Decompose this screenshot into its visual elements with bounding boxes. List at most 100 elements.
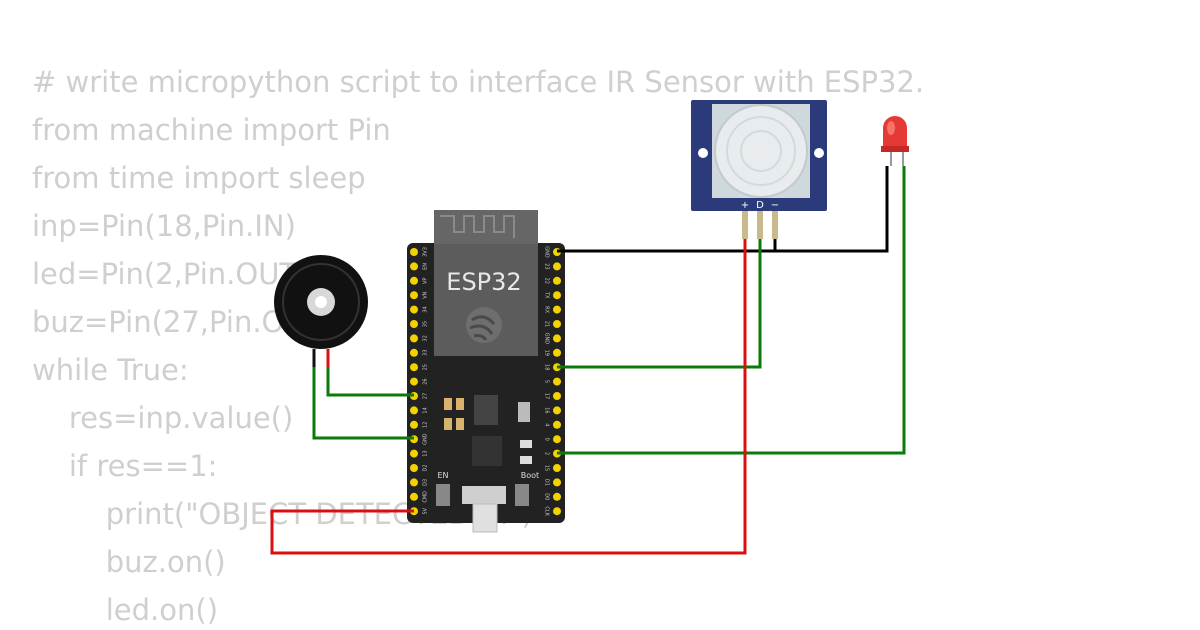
pin-pad[interactable] [553, 305, 561, 314]
en-button-label: EN [437, 471, 448, 480]
pir-pin [742, 211, 748, 239]
pin-pad[interactable] [410, 262, 418, 271]
pin-pad[interactable] [410, 363, 418, 372]
pin-label: 15 [544, 465, 550, 471]
wire-5v-to-pir [270, 239, 747, 555]
pin-pad[interactable] [553, 392, 561, 400]
code-line: buz.on() [32, 545, 226, 579]
pin-label: 3V3 [423, 247, 429, 257]
pin-label: D0 [544, 493, 550, 500]
pin-pad[interactable] [553, 348, 561, 357]
smd-component [444, 398, 452, 410]
usb-uart-chip [472, 436, 502, 466]
pin-pad[interactable] [410, 291, 418, 300]
pin-label: VP [423, 278, 429, 284]
pir-pin [757, 211, 763, 239]
pin-pad[interactable] [553, 406, 561, 415]
esp32-label: ESP32 [446, 268, 521, 296]
pin-label: VN [423, 291, 429, 298]
code-line: led.on() [32, 593, 219, 627]
smd-component [520, 456, 532, 464]
smd-component [518, 402, 530, 422]
code-line: while True: [32, 353, 189, 387]
pin-pad[interactable] [553, 334, 561, 343]
pin-pad[interactable] [553, 478, 561, 487]
pir-dome-facet [726, 116, 796, 186]
pin-label: 17 [544, 393, 550, 399]
pin-label: 4 [544, 423, 550, 426]
pin-pad[interactable] [410, 248, 418, 256]
pin-pad[interactable] [410, 464, 418, 472]
pin-pad[interactable] [410, 320, 418, 328]
led-rim [881, 146, 909, 152]
pin-pad[interactable] [553, 377, 561, 386]
pin-pad[interactable] [410, 420, 418, 429]
pin-pad[interactable] [410, 276, 418, 285]
pin-pad[interactable] [410, 334, 418, 343]
pin-pad[interactable] [553, 291, 561, 300]
boot-button-label: Boot [521, 471, 539, 480]
pin-label: D2 [423, 464, 429, 471]
pir-sensor[interactable]: + D − [691, 100, 827, 239]
code-line: inp=Pin(18,Pin.IN) [32, 209, 296, 243]
pin-pad[interactable] [553, 435, 561, 444]
regulator-chip [474, 395, 498, 425]
pir-pin-label: − [771, 200, 779, 211]
pin-label: 0 [544, 438, 550, 441]
pin-label: 21 [544, 321, 550, 327]
pin-label: GND [544, 333, 550, 345]
pin-pad[interactable] [410, 406, 418, 415]
pin-pad[interactable] [410, 305, 418, 314]
led-glint [887, 121, 895, 135]
wire-led-signal [557, 166, 906, 455]
espressif-logo-arc [469, 315, 496, 341]
pin-pad[interactable] [553, 320, 561, 328]
pin-pad[interactable] [553, 507, 561, 516]
pin-pad[interactable] [553, 464, 561, 472]
pin-label: 12 [423, 422, 429, 428]
pin-label: EN [423, 263, 429, 270]
smd-component [444, 418, 452, 430]
pin-label: 23 [544, 263, 550, 269]
pin-label: D1 [544, 479, 550, 486]
pin-pad[interactable] [553, 420, 561, 429]
pir-dome [714, 104, 808, 198]
pin-pad[interactable] [410, 478, 418, 487]
pin-label: 14 [423, 407, 429, 413]
left-pin-header: 3V3ENVPVN343532332526271412GND13D2D3CMD5… [410, 247, 429, 516]
buzzer-hole [315, 296, 327, 308]
red-led[interactable] [881, 116, 909, 166]
pin-label: GND [423, 433, 429, 445]
pir-mount-hole-right [814, 148, 824, 158]
en-button[interactable] [436, 484, 450, 506]
pir-pin-label: + [741, 200, 749, 211]
pin-pad[interactable] [553, 276, 561, 285]
espressif-logo-icon [466, 307, 502, 343]
smd-component [456, 418, 464, 430]
pin-pad[interactable] [410, 348, 418, 357]
pin-pad[interactable] [410, 449, 418, 458]
micro-usb-port[interactable] [472, 503, 498, 533]
boot-button[interactable] [515, 484, 529, 506]
esp32-antenna-trace [440, 215, 515, 238]
pin-pad[interactable] [553, 492, 561, 501]
buzzer[interactable] [274, 255, 368, 367]
esp32-board[interactable]: ESP32 EN Boot 3V3ENVPVN34353233252627141… [407, 210, 565, 533]
pin-label: TX [544, 291, 550, 299]
code-line: from machine import Pin [32, 113, 391, 147]
pir-pin-label: D [756, 200, 764, 211]
pin-label: 25 [423, 364, 429, 370]
pin-label: 19 [544, 350, 550, 356]
pin-label: 33 [423, 350, 429, 356]
pin-pad[interactable] [410, 377, 418, 386]
pin-pad[interactable] [553, 262, 561, 271]
pin-label: GND [544, 246, 550, 258]
pin-pad[interactable] [410, 492, 418, 501]
code-line: # write micropython script to interface … [32, 65, 925, 99]
code-line: if res==1: [32, 449, 218, 483]
pin-label: 32 [423, 335, 429, 341]
wire-buzzer-signal [326, 367, 414, 397]
smd-component [520, 440, 532, 448]
pin-label: 18 [544, 364, 550, 370]
